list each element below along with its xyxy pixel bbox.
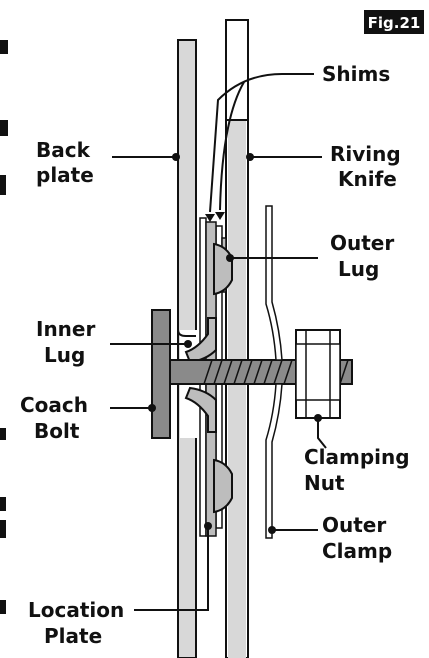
label-location-plate-2: Plate [44, 624, 102, 648]
label-shims: Shims [322, 62, 390, 86]
clamping-nut [295, 329, 341, 419]
figure-badge: Fig.21 [364, 10, 424, 34]
label-riving-knife-1: Riving [330, 142, 401, 166]
label-outer-lug-1: Outer [330, 231, 394, 255]
leader-dots [148, 153, 322, 534]
label-inner-lug-1: Inner [36, 317, 95, 341]
leader-lines [110, 73, 327, 611]
label-location-plate-1: Location [28, 598, 124, 622]
label-outer-clamp-1: Outer [322, 513, 386, 537]
label-back-plate-1: Back [36, 138, 91, 162]
label-coach-bolt-1: Coach [20, 393, 88, 417]
label-outer-clamp-2: Clamp [322, 539, 392, 563]
coach-bolt-head [151, 309, 171, 439]
riving-knife [225, 19, 249, 658]
outer-lug [213, 237, 233, 514]
label-clamping-nut-2: Nut [304, 471, 345, 495]
label-outer-lug-2: Lug [338, 257, 379, 281]
figure-label: Fig.21 [368, 14, 421, 32]
label-back-plate-2: plate [36, 163, 94, 187]
label-clamping-nut-1: Clamping [304, 445, 410, 469]
label-coach-bolt-2: Bolt [34, 419, 80, 443]
label-riving-knife-2: Knife [338, 167, 397, 191]
outer-clamp [265, 205, 283, 539]
label-inner-lug-2: Lug [44, 343, 85, 367]
margin-marks [0, 40, 8, 614]
